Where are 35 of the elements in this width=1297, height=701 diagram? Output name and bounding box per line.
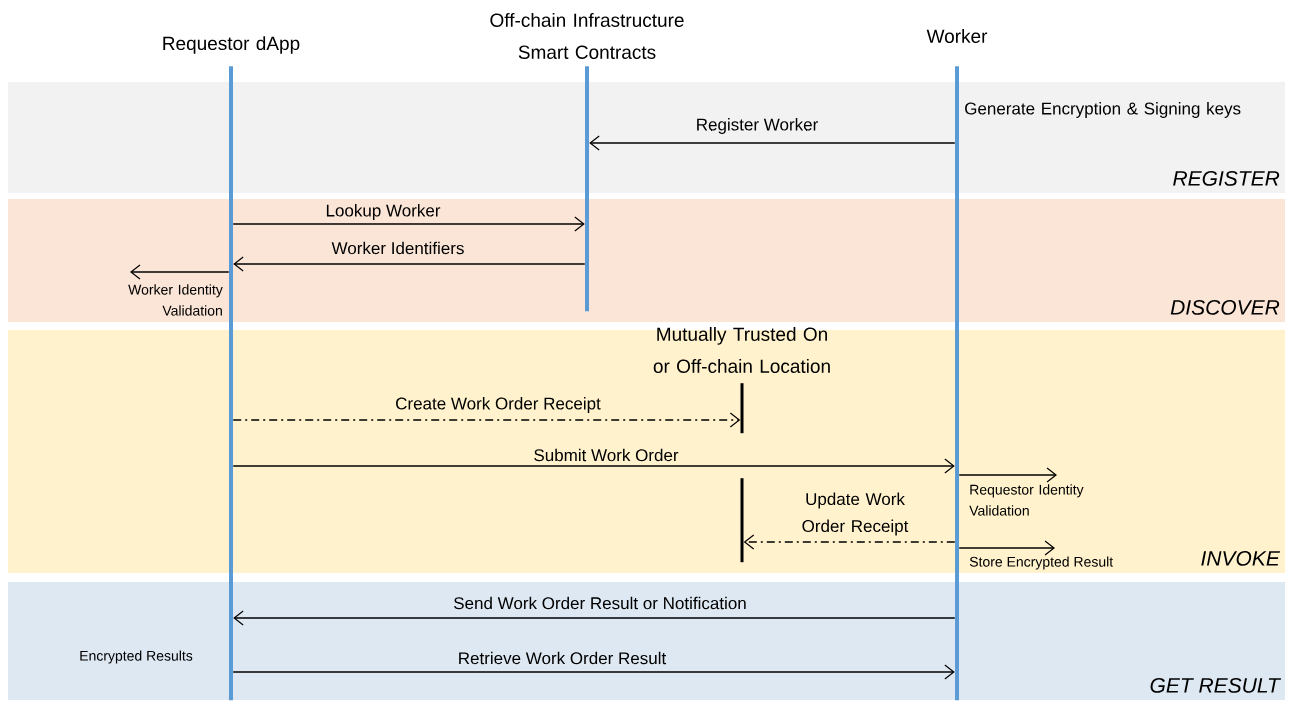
arrow	[743, 534, 956, 550]
arrow	[233, 256, 586, 272]
arrow	[130, 264, 230, 280]
arrow	[232, 216, 585, 232]
node-label: Off-chain Infrastructure Smart Contracts	[490, 13, 684, 59]
edge-label: Update Work Order Receipt	[802, 492, 909, 536]
arrow	[233, 610, 956, 626]
edge-label: Register Worker	[697, 118, 818, 134]
arrow	[232, 458, 955, 474]
edge-label: Lookup Worker	[326, 204, 441, 220]
phase-label: INVOKE	[1201, 550, 1281, 566]
node-label: Mutually Trusted On or Off-chain Location	[653, 327, 830, 373]
edge-label: Requestor Identity Validation	[969, 484, 1084, 516]
arrow	[589, 135, 956, 151]
edge-label: Worker Identifiers	[331, 241, 464, 255]
node-label: Worker	[926, 29, 988, 43]
arrow	[232, 412, 741, 428]
phase-label: REGISTER	[1173, 170, 1280, 186]
edge-label: Retrieve Work Order Result	[459, 651, 667, 665]
arrow	[958, 467, 1057, 483]
edge-label: Worker Identity Validation	[128, 284, 223, 316]
edge-label: Store Encrypted Result	[969, 556, 1114, 570]
edge-label: Create Work Order Receipt	[396, 397, 601, 413]
arrow	[958, 540, 1055, 556]
location-bar: Mutually Trusted On or Off-chain Location	[653, 327, 830, 434]
phase-label: GET RESULT	[1150, 677, 1282, 693]
phase-label: DISCOVER	[1170, 299, 1280, 315]
location-bar	[740, 478, 744, 563]
edge-label: Submit Work Order	[534, 448, 679, 462]
lifeline: Off-chain Infrastructure Smart Contracts	[490, 13, 684, 312]
node-label: Requestor dApp	[163, 36, 300, 54]
note: Encrypted Results	[80, 650, 193, 664]
edge-label: Send Work Order Result or Notification	[454, 596, 746, 610]
note: Generate Encryption & Signing keys	[965, 102, 1241, 118]
arrow	[232, 664, 955, 680]
